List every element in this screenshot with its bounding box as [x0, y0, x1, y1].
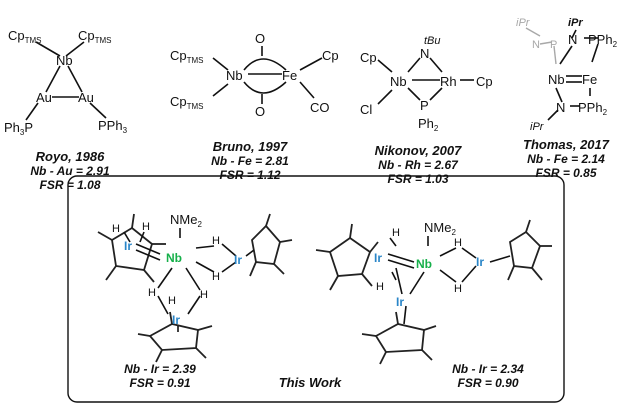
royo-structure: CpTMS CpTMS Nb Au Au Ph3P PPh3: [4, 28, 128, 137]
svg-text:Ir: Ir: [396, 295, 404, 309]
svg-text:Rh: Rh: [440, 74, 457, 89]
nikonov-caption: Nikonov, 2007 Nb - Rh = 2.67 FSR = 1.03: [358, 143, 478, 187]
svg-text:Ir: Ir: [374, 251, 382, 265]
svg-text:Cp: Cp: [322, 48, 339, 63]
svg-text:H: H: [392, 227, 400, 239]
this-work-left-fsr: FSR = 0.91: [129, 376, 191, 390]
thomas-caption: Thomas, 2017 Nb - Fe = 2.14 FSR = 0.85: [504, 137, 628, 181]
royo-caption: Royo, 1986 Nb - Au = 2.91 FSR = 1.08: [10, 149, 130, 193]
svg-text:PPh2: PPh2: [588, 32, 618, 49]
svg-text:CO: CO: [310, 100, 330, 115]
svg-text:Nb: Nb: [548, 72, 565, 87]
svg-text:iPr: iPr: [516, 17, 531, 29]
svg-text:PPh3: PPh3: [98, 118, 128, 135]
svg-text:N: N: [556, 100, 565, 115]
svg-text:H: H: [212, 271, 220, 283]
thomas-author: Thomas, 2017: [523, 137, 609, 152]
svg-text:Cp: Cp: [476, 74, 493, 89]
svg-text:Ir: Ir: [234, 253, 242, 267]
svg-text:CpTMS: CpTMS: [170, 94, 204, 111]
nikonov-structure: Cp Cl Nb Rh N tBu P Ph2 Cp: [360, 35, 493, 133]
svg-text:CpTMS: CpTMS: [8, 28, 42, 45]
royo-distance: Nb - Au = 2.91: [30, 164, 110, 178]
this-work-left-structure: Ir Nb Ir Ir NMe2 H H H H H H H: [97, 212, 293, 363]
svg-text:H: H: [454, 283, 462, 295]
thomas-fsr: FSR = 0.85: [535, 166, 597, 180]
thomas-structure: iPr N P iPr N PPh2 Nb Fe N PPh2 iPr: [516, 17, 618, 133]
svg-text:H: H: [200, 289, 208, 301]
svg-text:NMe2: NMe2: [424, 220, 456, 237]
svg-text:Nb: Nb: [390, 74, 407, 89]
bruno-structure: CpTMS CpTMS Nb Fe O O Cp CO: [170, 31, 339, 119]
svg-text:P: P: [420, 98, 429, 113]
this-work-text: This Work: [278, 375, 342, 390]
bruno-fsr: FSR = 1.12: [219, 168, 281, 182]
svg-text:Ir: Ir: [172, 313, 180, 327]
svg-text:N: N: [532, 39, 540, 51]
svg-text:NMe2: NMe2: [170, 212, 202, 229]
svg-text:H: H: [142, 221, 150, 233]
nikonov-fsr: FSR = 1.03: [387, 172, 449, 186]
svg-text:Ir: Ir: [124, 239, 132, 253]
svg-text:N: N: [420, 46, 429, 61]
svg-text:H: H: [148, 287, 156, 299]
svg-text:N: N: [568, 32, 577, 47]
svg-text:H: H: [454, 237, 462, 249]
this-work-frame: [67, 175, 565, 403]
svg-text:Nb: Nb: [416, 257, 432, 271]
this-work-right-distance: Nb - Ir = 2.34: [452, 362, 524, 376]
royo-author: Royo, 1986: [35, 149, 105, 164]
svg-text:Ph3P: Ph3P: [4, 120, 33, 137]
svg-text:iPr: iPr: [568, 17, 583, 29]
svg-text:CpTMS: CpTMS: [78, 28, 112, 45]
royo-fsr: FSR = 1.08: [39, 178, 101, 192]
svg-text:PPh2: PPh2: [578, 100, 608, 117]
svg-text:H: H: [112, 223, 120, 235]
bruno-distance: Nb - Fe = 2.81: [211, 154, 289, 168]
svg-text:Ir: Ir: [476, 255, 484, 269]
svg-text:Fe: Fe: [282, 68, 297, 83]
bruno-caption: Bruno, 1997 Nb - Fe = 2.81 FSR = 1.12: [190, 139, 310, 183]
this-work-right-structure: Ir Nb Ir Ir NMe2 H H H H: [315, 219, 552, 365]
thomas-distance: Nb - Fe = 2.14: [527, 152, 605, 166]
svg-text:H: H: [376, 281, 384, 293]
nikonov-author: Nikonov, 2007: [374, 143, 462, 158]
svg-text:Fe: Fe: [582, 72, 597, 87]
this-work-left-distance: Nb - Ir = 2.39: [124, 362, 196, 376]
this-work-left-caption: Nb - Ir = 2.39 FSR = 0.91: [100, 362, 220, 390]
svg-text:Nb: Nb: [166, 251, 182, 265]
svg-text:P: P: [550, 39, 557, 51]
svg-text:CpTMS: CpTMS: [170, 48, 204, 65]
nikonov-distance: Nb - Rh = 2.67: [378, 158, 458, 172]
svg-text:Ph2: Ph2: [418, 116, 439, 133]
svg-text:tBu: tBu: [424, 35, 441, 47]
this-work-label: This Work: [250, 376, 370, 390]
svg-text:Cl: Cl: [360, 102, 372, 117]
svg-text:Au: Au: [36, 90, 52, 105]
svg-text:Nb: Nb: [56, 53, 73, 68]
svg-text:Nb: Nb: [226, 68, 243, 83]
this-work-right-caption: Nb - Ir = 2.34 FSR = 0.90: [428, 362, 548, 390]
svg-text:iPr: iPr: [530, 121, 545, 133]
svg-text:O: O: [255, 104, 265, 119]
svg-text:O: O: [255, 31, 265, 46]
this-work-right-fsr: FSR = 0.90: [457, 376, 519, 390]
svg-text:H: H: [212, 235, 220, 247]
svg-text:Au: Au: [78, 90, 94, 105]
svg-text:Cp: Cp: [360, 50, 377, 65]
svg-text:H: H: [168, 295, 176, 307]
bruno-author: Bruno, 1997: [212, 139, 288, 154]
